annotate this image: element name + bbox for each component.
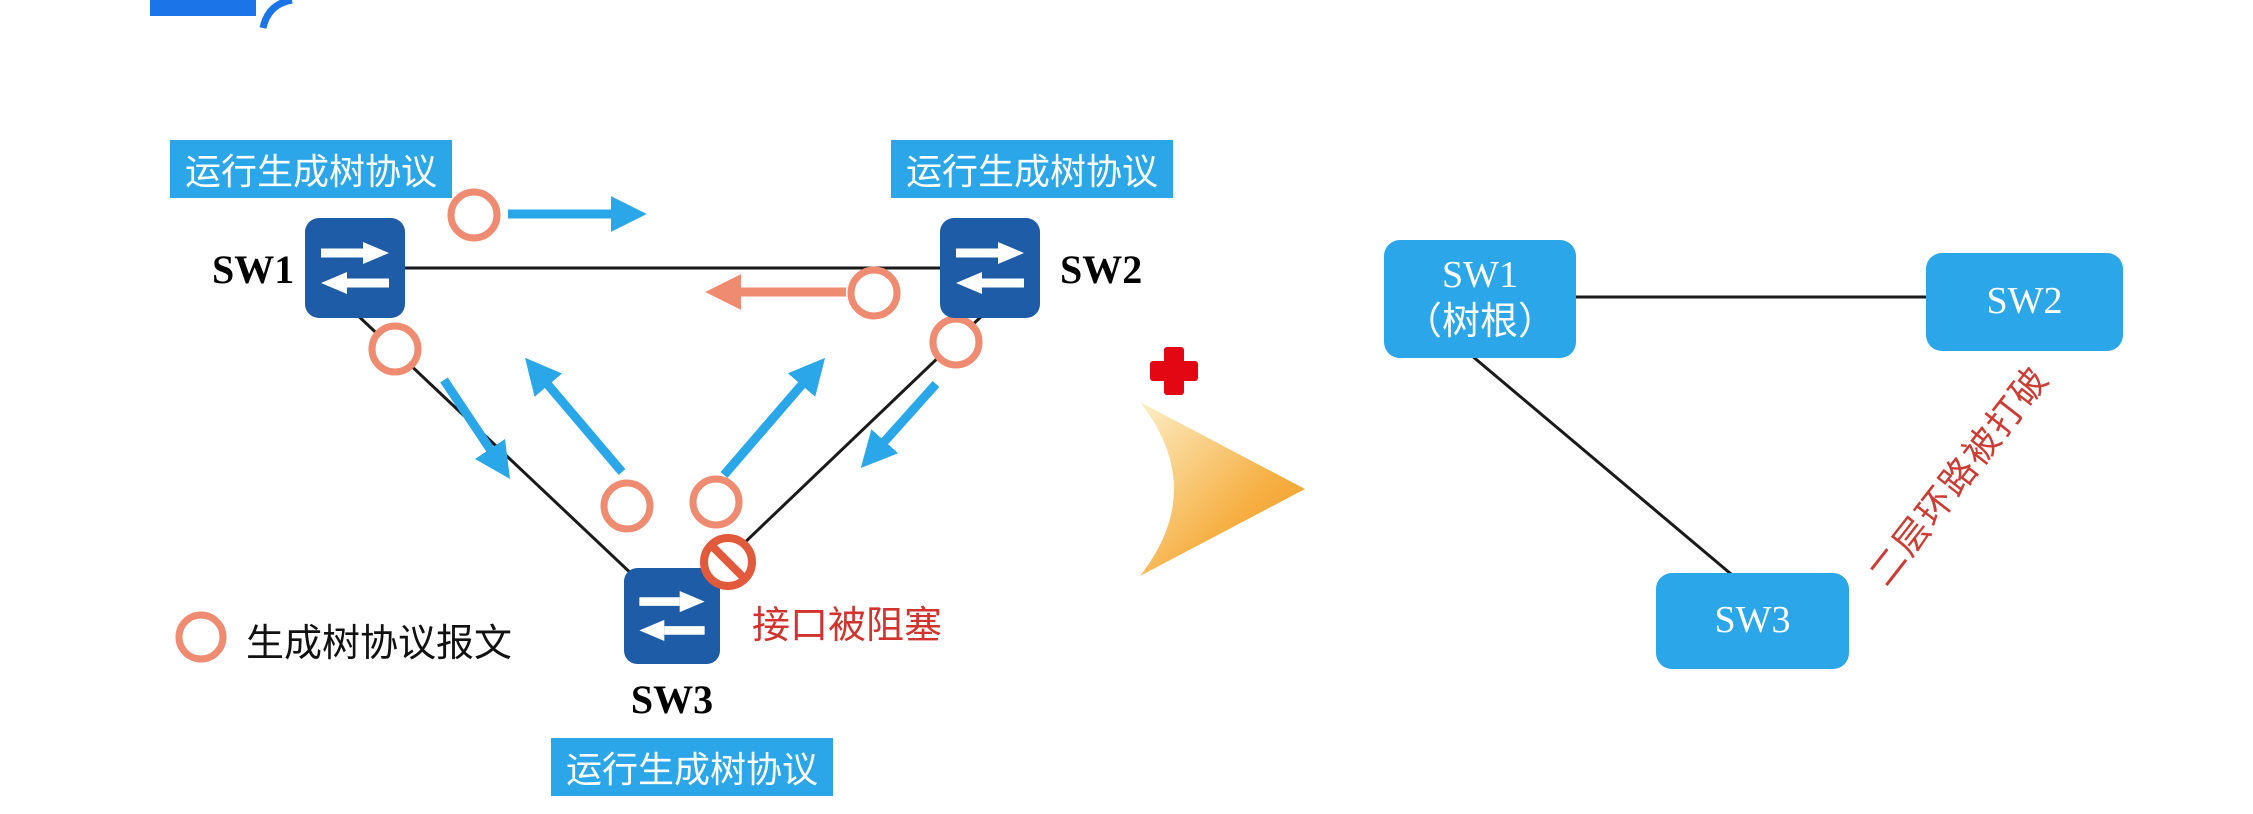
legend-label: 生成树协议报文	[246, 623, 513, 665]
node-sw3: SW3	[1656, 573, 1849, 669]
stp-label-sw3: 运行生成树协议	[551, 738, 834, 796]
blocked-port-label: 接口被阻塞	[752, 605, 943, 647]
node-sw1-root-suffix: （树根）	[1403, 301, 1556, 343]
bpdu-packet-icon	[847, 266, 901, 320]
switch-name-sw1: SW1	[212, 247, 295, 292]
blocked-port-icon	[700, 534, 756, 590]
switch-name-sw3: SW3	[630, 677, 714, 722]
bpdu-packet-icon	[447, 188, 501, 242]
stp-label-sw1: 运行生成树协议	[170, 140, 453, 198]
bpdu-arrow-sw1-to-sw3	[440, 377, 510, 479]
corner-decoration	[150, 0, 293, 29]
bpdu-arrow-sw3-to-sw1	[525, 357, 626, 475]
bpdu-arrow-sw3-to-sw2	[720, 357, 826, 478]
node-sw2-name: SW2	[1986, 280, 2063, 323]
switch-icon-sw1	[305, 218, 405, 318]
bpdu-packet-icon	[600, 479, 654, 533]
switch-icon-sw3	[624, 568, 720, 664]
transform-arrow-icon	[1140, 402, 1305, 576]
bpdu-packet-icon	[929, 315, 983, 369]
node-sw3-name: SW3	[1714, 599, 1791, 642]
bpdu-packet-icon	[368, 322, 422, 376]
switch-icon-sw2	[940, 218, 1040, 318]
bpdu-arrow-sw2-to-sw3	[860, 380, 940, 469]
plus-icon	[1150, 347, 1198, 395]
legend-packet-icon	[175, 611, 227, 663]
stp-label-sw2: 运行生成树协议	[891, 140, 1174, 198]
bpdu-packet-icon	[689, 475, 743, 529]
node-sw1-root: SW1 （树根）	[1384, 240, 1576, 358]
link-root-sw3	[1464, 348, 1751, 592]
switch-name-sw2: SW2	[1060, 247, 1143, 292]
node-sw1-root-name: SW1	[1442, 253, 1518, 296]
node-sw2: SW2	[1926, 253, 2123, 351]
